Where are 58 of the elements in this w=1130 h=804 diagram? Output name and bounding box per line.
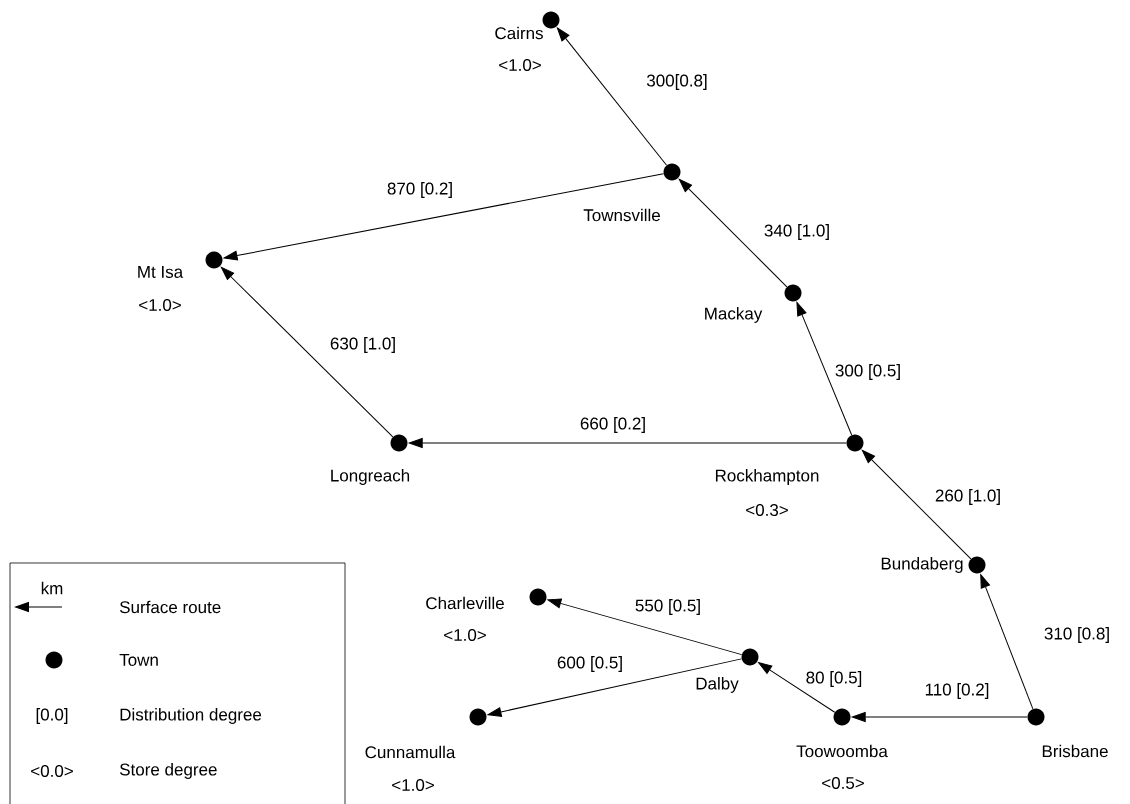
town-dot — [529, 588, 547, 606]
legend-text: Surface route — [119, 600, 221, 614]
town-label: <1.0> — [444, 629, 486, 641]
route-arrow — [758, 662, 836, 713]
route-arrow — [220, 266, 394, 438]
edge-label: 630 [1.0] — [328, 336, 398, 354]
town-dot — [663, 163, 681, 181]
edge-label: 660 [0.2] — [578, 416, 648, 434]
town-dot — [1027, 708, 1045, 726]
route-arrow — [547, 598, 743, 656]
town-label: <0.5> — [822, 777, 864, 789]
edge-label: 80 [0.5] — [804, 670, 864, 688]
town-label: <0.3> — [746, 504, 788, 516]
town-dot — [846, 434, 864, 452]
edge-label: 340 [1.0] — [762, 223, 832, 241]
town-label: Dalby — [696, 677, 739, 693]
legend-text: Town — [119, 654, 158, 666]
town-label: <1.0> — [499, 58, 541, 71]
edge-label: 870 [0.2] — [385, 181, 455, 199]
route-arrow — [556, 27, 668, 166]
edge-label: 260 [1.0] — [933, 488, 1003, 506]
town-dot — [741, 648, 759, 666]
route-arrow — [487, 658, 742, 717]
edge-label: 310 [0.8] — [1042, 626, 1112, 644]
town-label: Cunnamulla — [365, 745, 456, 759]
edge-label: 300[0.8] — [645, 73, 709, 91]
legend-symbol: <0.0> — [31, 765, 73, 777]
edge-label: 600 [0.5] — [555, 655, 625, 673]
route-arrow — [980, 574, 1034, 710]
town-dot — [205, 251, 223, 269]
town-label: Charleville — [426, 596, 504, 610]
legend-text: Store degree — [119, 763, 217, 779]
town-label: Cairns — [495, 26, 543, 40]
route-arrow — [678, 178, 788, 288]
edge-label: 110 [0.2] — [923, 682, 991, 700]
edge-label: 550 [0.5] — [633, 598, 703, 616]
legend-text: Distribution degree — [120, 708, 262, 724]
town-label: Brisbane — [1042, 744, 1108, 758]
edge-label: 300 [0.5] — [833, 363, 903, 381]
town-dot — [542, 11, 560, 29]
town-label: Rockhampton — [715, 469, 819, 485]
town-dot — [784, 284, 802, 302]
town-label: Toowoomba — [796, 744, 888, 758]
route-arrow — [851, 712, 1028, 722]
legend-symbol: [0.0] — [36, 708, 68, 724]
town-label: <1.0> — [139, 299, 181, 311]
route-arrow — [796, 302, 853, 436]
town-label: Longreach — [331, 469, 410, 485]
route-arrow — [223, 173, 664, 261]
town-label: Mackay — [705, 307, 763, 323]
route-arrow — [861, 449, 972, 560]
route-arrow — [408, 438, 847, 448]
legend-symbol: km — [41, 581, 63, 595]
town-label: Mt Isa — [138, 266, 184, 278]
town-label: <1.0> — [392, 779, 434, 791]
town-label: Bundaberg — [881, 557, 963, 573]
town-label: Townsville — [583, 208, 660, 222]
town-dot — [968, 556, 986, 574]
